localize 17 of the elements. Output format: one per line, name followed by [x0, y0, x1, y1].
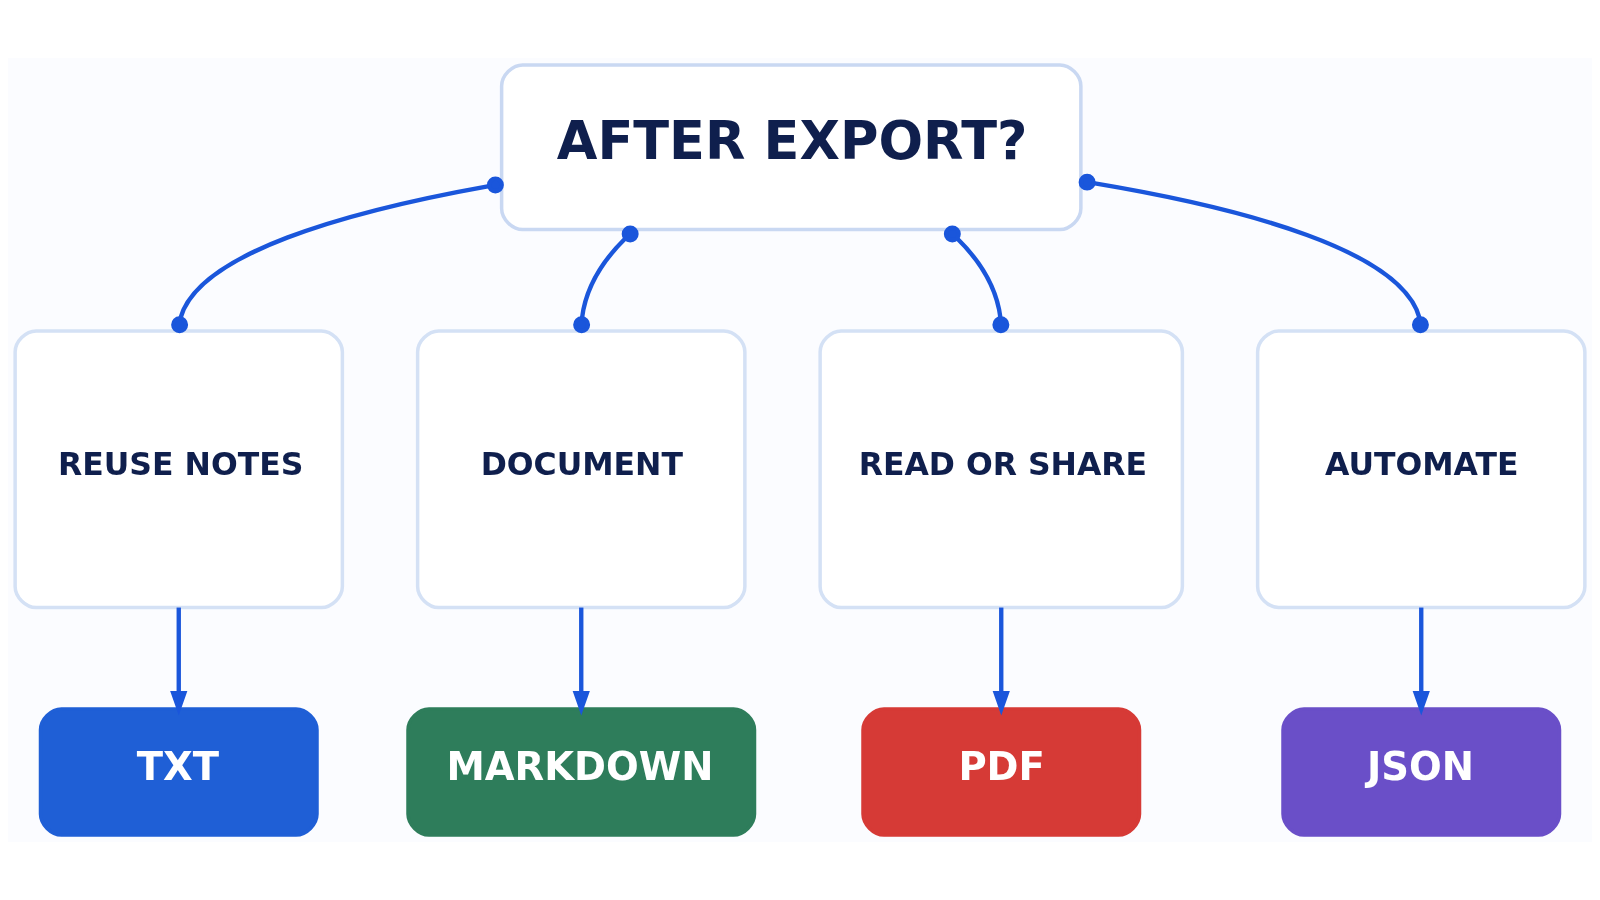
node-box: JSON — [1281, 707, 1562, 837]
connector — [171, 176, 504, 334]
arrow — [992, 607, 1010, 716]
node-box: REUSE NOTES — [13, 329, 345, 610]
node-box: TXT — [38, 707, 319, 837]
connector — [573, 225, 639, 334]
node-box: AFTER EXPORT? — [499, 63, 1083, 232]
connector — [943, 225, 1010, 334]
arrow — [572, 607, 590, 716]
node-box: MARKDOWN — [406, 707, 757, 837]
node-box: AUTOMATE — [1255, 329, 1587, 610]
connector — [1078, 173, 1429, 334]
node-box: PDF — [861, 707, 1142, 837]
node-box: DOCUMENT — [415, 329, 747, 610]
arrow — [1412, 607, 1430, 716]
node-box: READ OR SHARE — [818, 329, 1185, 610]
arrow — [170, 607, 188, 716]
